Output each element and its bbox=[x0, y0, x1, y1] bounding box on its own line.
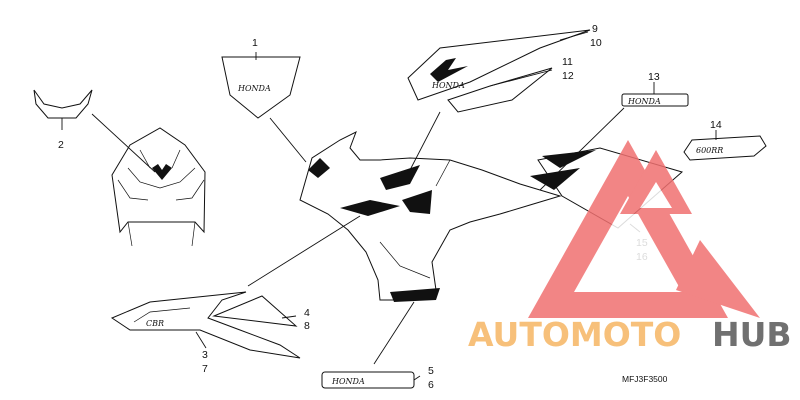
part-11-12-stripe bbox=[447, 67, 553, 113]
callout-8: 8 bbox=[304, 320, 310, 332]
honda-emblem-text: HONDA bbox=[237, 84, 271, 93]
part-2-screen-decal bbox=[33, 89, 93, 119]
part-9-10-upper-decal: HONDA bbox=[407, 29, 591, 101]
watermark-logo bbox=[528, 140, 760, 318]
part-13-tank-badge: HONDA bbox=[621, 93, 689, 107]
cbr-lower-text: CBR bbox=[146, 319, 164, 328]
callout-9: 9 bbox=[592, 23, 598, 35]
callout-6: 6 bbox=[428, 379, 434, 391]
honda-plate-text: HONDA bbox=[331, 377, 365, 386]
honda-tank-text: HONDA bbox=[627, 97, 661, 106]
part-1-cowl-emblem: HONDA bbox=[221, 56, 301, 119]
part-3-7-lower-cowl: CBR bbox=[110, 291, 301, 359]
callout-4: 4 bbox=[304, 307, 310, 319]
callout-12: 12 bbox=[562, 70, 574, 82]
callout-7: 7 bbox=[202, 363, 208, 375]
callout-11: 11 bbox=[562, 56, 573, 68]
honda-upper-text: HONDA bbox=[431, 81, 465, 90]
watermark-triangle-inner bbox=[574, 196, 682, 292]
callout-5: 5 bbox=[428, 365, 434, 377]
part-4-8-inner-stripe bbox=[212, 295, 298, 327]
watermark-triangle-right-inner bbox=[640, 182, 672, 208]
watermark-triangle-tail bbox=[676, 240, 760, 318]
side-fairing bbox=[299, 130, 580, 302]
watermark-text-hub: HUB bbox=[712, 315, 792, 354]
model-emblem-text: 600RR bbox=[696, 146, 723, 155]
diagram-code: MFJ3F3500 bbox=[622, 374, 668, 384]
callout-10: 10 bbox=[590, 37, 602, 49]
callout-3: 3 bbox=[202, 349, 208, 361]
callout-14: 14 bbox=[710, 119, 722, 131]
callout-2: 2 bbox=[58, 139, 64, 151]
part-5-6-honda-plate: HONDA bbox=[321, 371, 415, 389]
callout-13: 13 bbox=[648, 71, 660, 83]
callout-1: 1 bbox=[252, 37, 258, 49]
part-14-model-emblem: 600RR bbox=[683, 135, 767, 161]
watermark-text-automoto: AUTOMOTO bbox=[468, 315, 681, 354]
